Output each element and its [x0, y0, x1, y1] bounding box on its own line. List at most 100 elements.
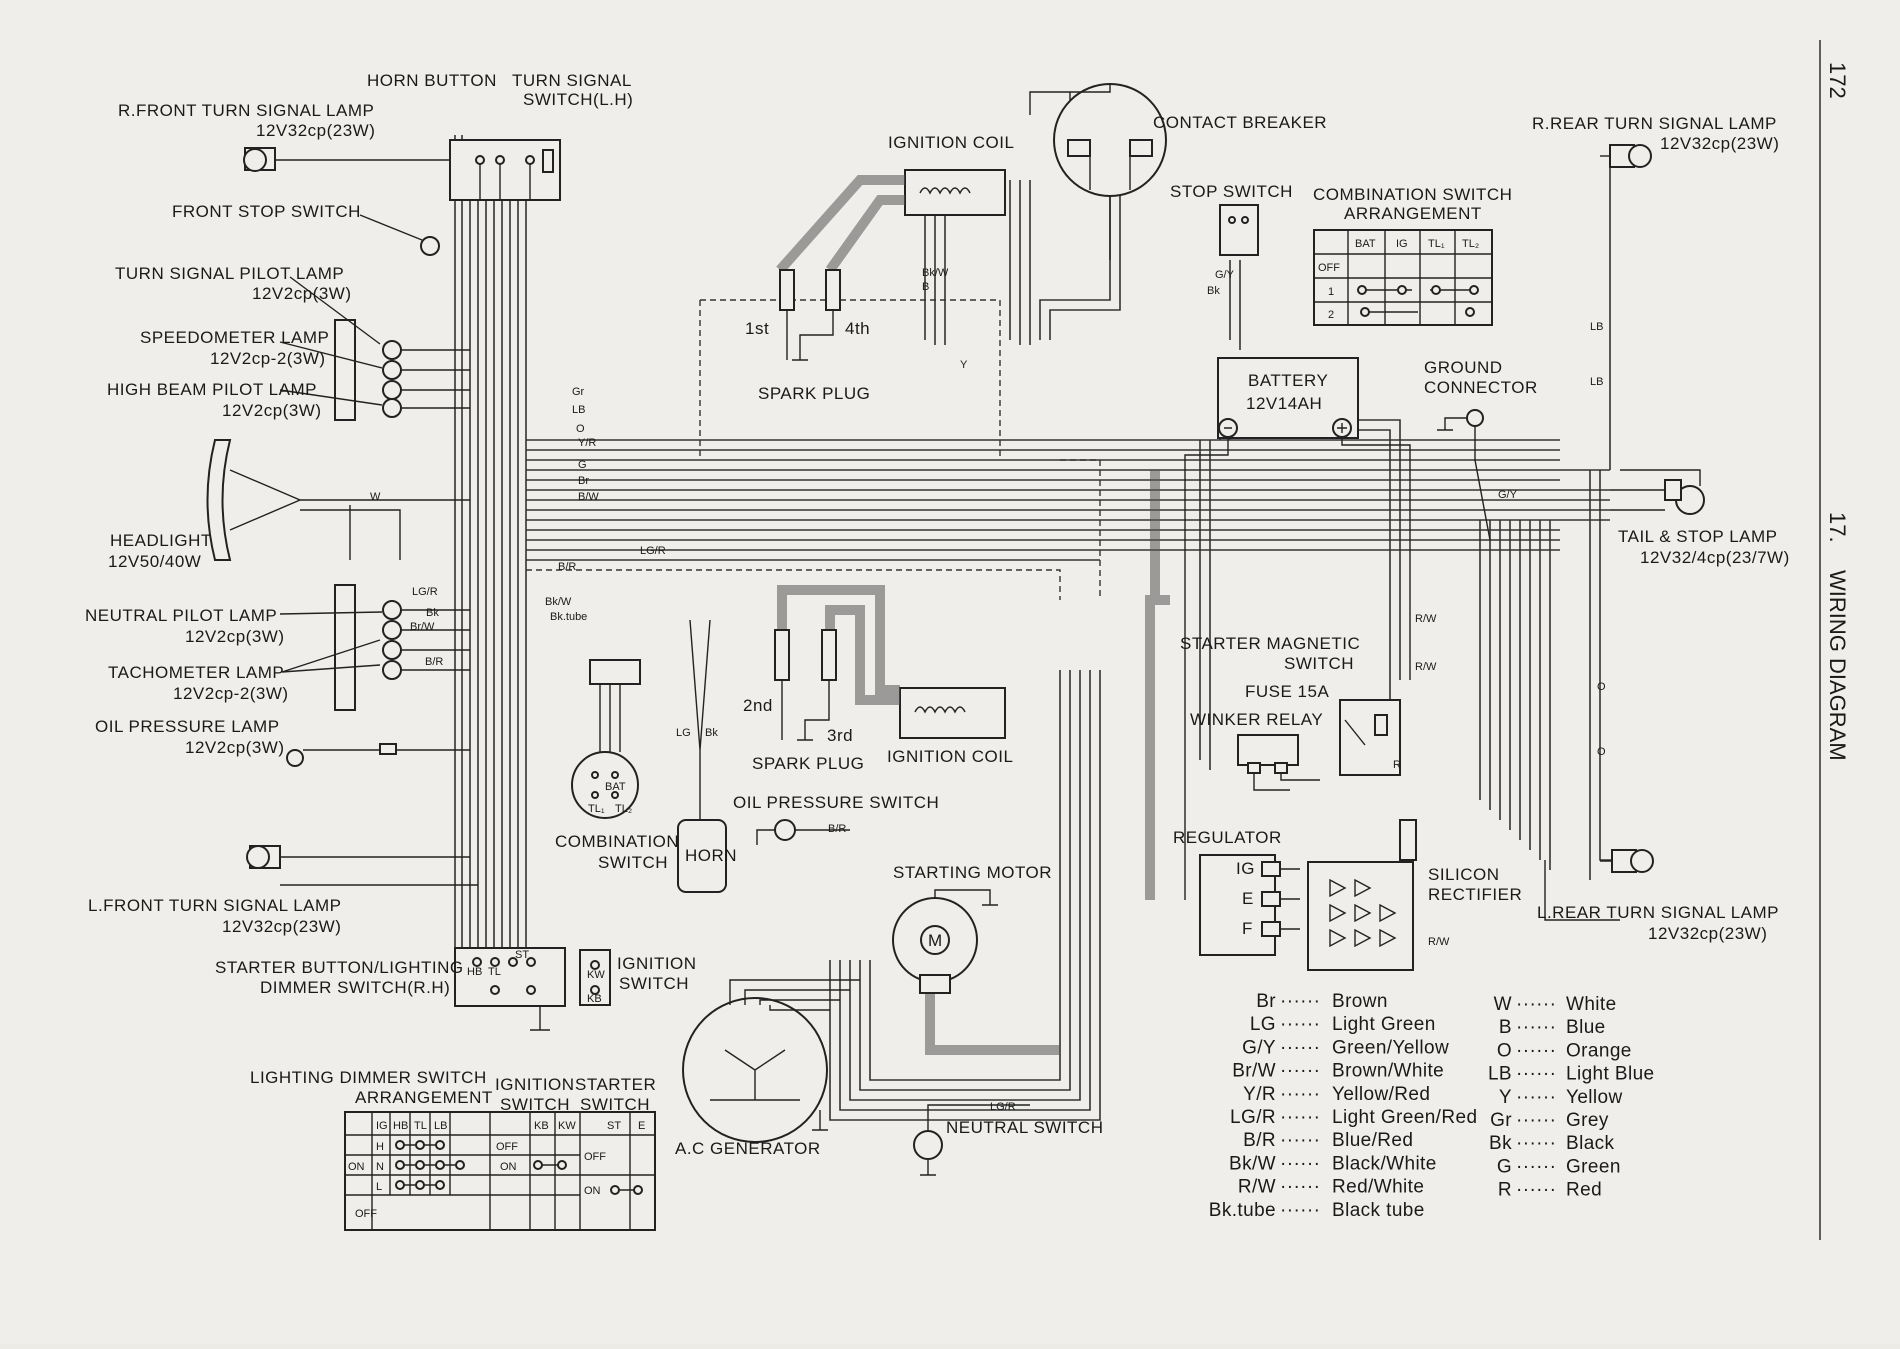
legend-code: O [1497, 1040, 1512, 1061]
wire-tag: LG/R [412, 586, 438, 598]
starter-dimmer-switch-icon [454, 947, 566, 1031]
legend-name: Black tube [1332, 1200, 1425, 1221]
battery-label: BATTERY [1248, 371, 1328, 390]
legend-name: Blue/Red [1332, 1130, 1413, 1151]
legend-dots: ······ [1516, 1180, 1556, 1201]
legend-dots: ······ [1280, 1061, 1320, 1082]
legend-name: Green [1566, 1156, 1621, 1177]
tail-stop-lamp-icon [1610, 469, 1705, 515]
wire-tag: R/W [1428, 936, 1450, 948]
wire-tag: Bk.tube [550, 611, 587, 623]
wire-tag: B [922, 281, 929, 293]
battery-spec: 12V14AH [1246, 394, 1322, 413]
ignition-switch-label: IGNITION [617, 954, 697, 973]
turn-signal-switch-icon [449, 139, 561, 201]
starter-magnetic-label: STARTER MAGNETIC [1180, 634, 1360, 653]
legend-code: Bk [1489, 1133, 1512, 1154]
silicon-rectifier-label-2: RECTIFIER [1428, 885, 1522, 904]
tail-stop-lamp-spec: 12V32/4cp(23/7W) [1640, 548, 1790, 567]
winker-relay-icon [1237, 734, 1320, 791]
wire-tag: O [1597, 681, 1606, 693]
starter-off: OFF [584, 1151, 606, 1163]
legend-dots: ······ [1516, 1064, 1556, 1085]
combo-table-header-tl1: TL₁ [1428, 238, 1445, 250]
lighting-on: ON [348, 1161, 365, 1173]
turn-pilot-spec: 12V2cp(3W) [252, 284, 351, 303]
wire-tag: Bk/W [545, 596, 572, 608]
spark-plug-bottom-icon [774, 585, 900, 741]
legend-name: Black/White [1332, 1153, 1437, 1174]
lighting-table-title-2: ARRANGEMENT [355, 1088, 493, 1107]
l-front-turn-lamp-icon [246, 845, 478, 886]
oil-pressure-switch-label: OIL PRESSURE SWITCH [733, 793, 939, 812]
legend-code: B [1499, 1017, 1512, 1038]
combination-switch-label-2: SWITCH [598, 853, 668, 872]
plug-1st-label: 1st [745, 319, 769, 338]
combo-table-row-2: 2 [1328, 309, 1334, 321]
wire-tag: Bk/W [922, 267, 949, 279]
legend-code: G [1497, 1156, 1512, 1177]
regulator-label: REGULATOR [1173, 828, 1282, 847]
starter-header-e: E [638, 1120, 645, 1132]
spark-plug-top-label: SPARK PLUG [758, 384, 870, 403]
wire-tag: Y/R [578, 437, 596, 449]
combo-table-row-1: 1 [1328, 286, 1334, 298]
horn-button-label: HORN BUTTON [367, 71, 497, 90]
legend-name: Orange [1566, 1040, 1632, 1061]
contact-breaker-icon [1029, 83, 1167, 260]
lighting-row-l: L [376, 1181, 382, 1193]
horn-icon [677, 619, 727, 893]
legend-dots: ······ [1280, 1177, 1320, 1198]
silicon-rectifier-icon [1307, 819, 1417, 971]
high-beam-spec: 12V2cp(3W) [222, 401, 321, 420]
headlight-icon [206, 439, 470, 561]
front-stop-switch-label: FRONT STOP SWITCH [172, 202, 361, 221]
wire-tag: O [576, 423, 585, 435]
wire-tag: B/R [558, 561, 576, 573]
main-harness [454, 135, 1620, 1121]
neutral-switch-icon [913, 1104, 1030, 1176]
speedo-label: SPEEDOMETER LAMP [140, 328, 329, 347]
combo-table-header-tl2: TL₂ [1462, 238, 1479, 250]
legend-name: Yellow [1566, 1087, 1623, 1108]
page-title: WIRING DIAGRAM [1825, 570, 1850, 761]
legend-name: Green/Yellow [1332, 1037, 1449, 1058]
motor-m: M [928, 931, 943, 950]
neutral-switch-label: NEUTRAL SWITCH [946, 1118, 1104, 1137]
oil-lamp-icon [286, 743, 470, 767]
wire-tag: B/W [578, 491, 599, 503]
regulator-ig: IG [1236, 859, 1255, 878]
legend-code: R/W [1238, 1177, 1276, 1198]
lighting-table-title: LIGHTING DIMMER SWITCH [250, 1068, 487, 1087]
legend-code: Bk.tube [1209, 1200, 1276, 1221]
legend-dots: ······ [1516, 1087, 1556, 1108]
starting-motor-label: STARTING MOTOR [893, 863, 1052, 882]
ignition-header-kw: KW [558, 1120, 576, 1132]
lower-lamp-cluster-icon [279, 584, 470, 711]
plug-4th-label: 4th [845, 319, 870, 338]
turn-signal-switch-label: TURN SIGNAL [512, 71, 632, 90]
regulator-e: E [1242, 889, 1254, 908]
wire-tag: R/W [1415, 661, 1437, 673]
combo-switch-table [1313, 229, 1493, 326]
ac-generator-icon [682, 979, 860, 1143]
spark-plug-bottom-label: SPARK PLUG [752, 754, 864, 773]
starter-on: ON [584, 1185, 601, 1197]
oil-pressure-switch-icon [756, 819, 850, 845]
instrument-cluster-icon [279, 276, 470, 421]
r-front-turn-lamp-spec: 12V32cp(23W) [256, 121, 375, 140]
wire-tag: TL [488, 966, 501, 978]
legend-dots: ······ [1280, 1130, 1320, 1151]
legend-name: Red/White [1332, 1177, 1424, 1198]
starter-dimmer-label: STARTER BUTTON/LIGHTING [215, 958, 464, 977]
l-rear-turn-lamp-spec: 12V32cp(23W) [1648, 924, 1767, 943]
ac-generator-label: A.C GENERATOR [675, 1139, 821, 1158]
neutral-pilot-label: NEUTRAL PILOT LAMP [85, 606, 277, 625]
legend-dots: ······ [1516, 1133, 1556, 1154]
starter-magnetic-label-2: SWITCH [1284, 654, 1354, 673]
lighting-off: OFF [355, 1208, 377, 1220]
l-front-turn-lamp-spec: 12V32cp(23W) [222, 917, 341, 936]
legend-name: Grey [1566, 1110, 1609, 1131]
wire-code-tags: Gr LB O Y/R G Br B/W LG/R B/R Bk/W Bk.tu… [370, 267, 1606, 1113]
wire-tag: TL₂ [615, 803, 632, 815]
